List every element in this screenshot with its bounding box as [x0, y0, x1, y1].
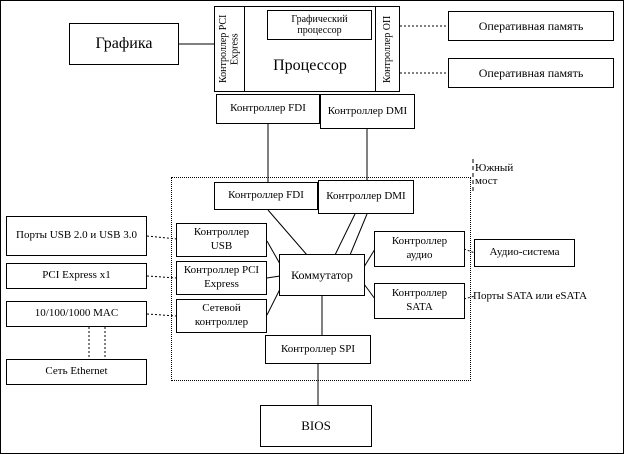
node-fdi-controller-top: Контроллер FDI [216, 94, 320, 124]
node-pci-express-x1: PCI Express x1 [6, 263, 147, 289]
node-sata-ports: Порты SATA или eSATA [473, 290, 588, 302]
node-ethernet: Сеть Ethernet [6, 359, 147, 385]
node-graphics-processor: Графический процессор [267, 10, 372, 40]
processor-label: Процессор [273, 57, 347, 74]
node-pci-express-controller-strip: Контроллер PCI Express [215, 7, 245, 91]
node-ram-1: Оперативная память [448, 11, 614, 41]
node-switch: Коммутатор [279, 254, 365, 296]
node-dmi-controller-top: Контроллер DMI [320, 94, 415, 129]
node-spi-controller: Контроллер SPI [265, 335, 371, 364]
node-bios: BIOS [260, 405, 372, 447]
south-bridge-boundary [171, 177, 471, 381]
south-bridge-label: Южный мост [475, 162, 514, 188]
node-fdi-controller: Контроллер FDI [214, 182, 318, 210]
node-audio-system: Аудио-система [474, 239, 575, 267]
node-graphics: Графика [69, 23, 179, 65]
node-usb-ports: Порты USB 2.0 и USB 3.0 [6, 216, 147, 256]
node-pci-express-controller: Контроллер PCI Express [176, 261, 267, 295]
node-network-controller: Сетевой контроллер [176, 299, 267, 333]
node-memory-controller-strip: Контроллер ОП [375, 7, 399, 91]
node-ram-2: Оперативная память [448, 58, 614, 88]
node-usb-controller: Контроллер USB [176, 223, 267, 257]
node-dmi-controller: Контроллер DMI [318, 180, 414, 214]
node-processor: Контроллер PCI Express Графический проце… [214, 6, 400, 92]
node-sata-controller: Контроллер SATA [374, 283, 465, 319]
node-mac: 10/100/1000 MAC [6, 301, 147, 327]
node-audio-controller: Контроллер аудио [374, 231, 465, 267]
